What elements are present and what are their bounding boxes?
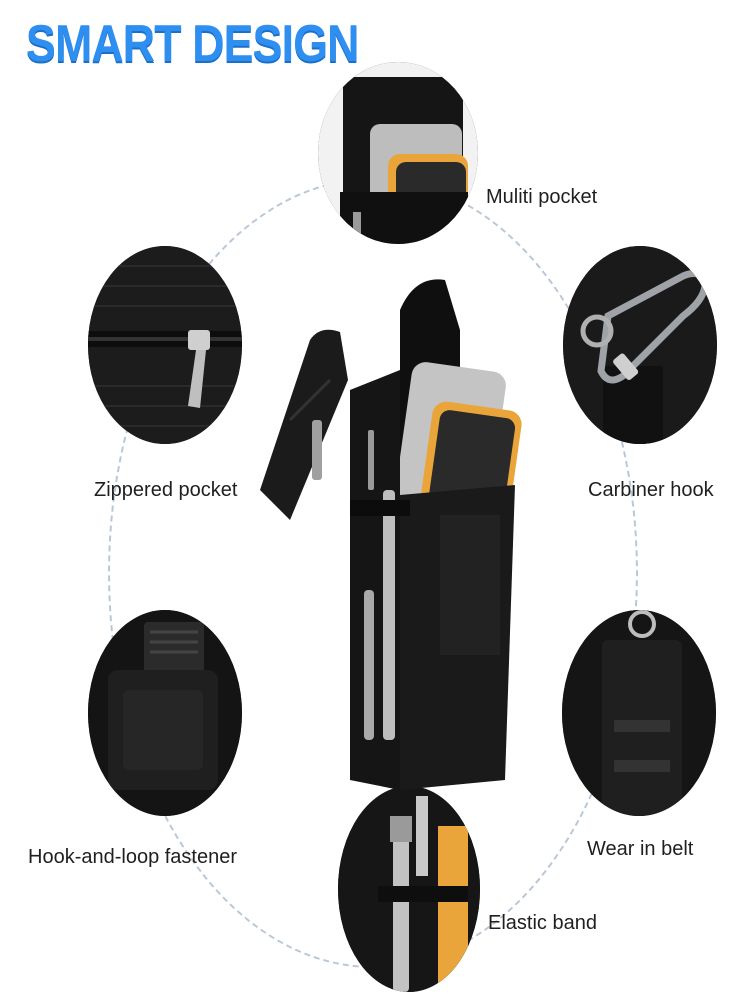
label-carabiner-hook: Carbiner hook bbox=[588, 479, 714, 501]
multi-pocket-illustration bbox=[318, 62, 478, 244]
carabiner-hook-photo bbox=[563, 246, 717, 444]
carabiner-hook-illustration bbox=[563, 246, 717, 444]
label-elastic-band: Elastic band bbox=[488, 912, 597, 934]
label-hook-and-loop: Hook-and-loop fastener bbox=[28, 846, 238, 868]
zippered-pocket-illustration bbox=[88, 246, 242, 444]
label-zippered-pocket: Zippered pocket bbox=[94, 479, 238, 501]
elastic-band-photo bbox=[338, 786, 480, 992]
zippered-pocket-photo bbox=[88, 246, 242, 444]
label-wear-in-belt: Wear in belt bbox=[587, 838, 694, 860]
elastic-band-illustration bbox=[338, 786, 480, 992]
hook-and-loop-photo bbox=[88, 610, 242, 816]
hook-and-loop-illustration bbox=[88, 610, 242, 816]
pouch-product-image bbox=[250, 270, 530, 790]
wear-in-belt-illustration bbox=[562, 610, 716, 816]
pouch-illustration bbox=[260, 279, 522, 790]
multi-pocket-photo bbox=[318, 62, 478, 244]
label-multi-pocket: Muliti pocket bbox=[486, 186, 598, 208]
headline: SMART DESIGN bbox=[26, 15, 359, 73]
wear-in-belt-photo bbox=[562, 610, 716, 816]
